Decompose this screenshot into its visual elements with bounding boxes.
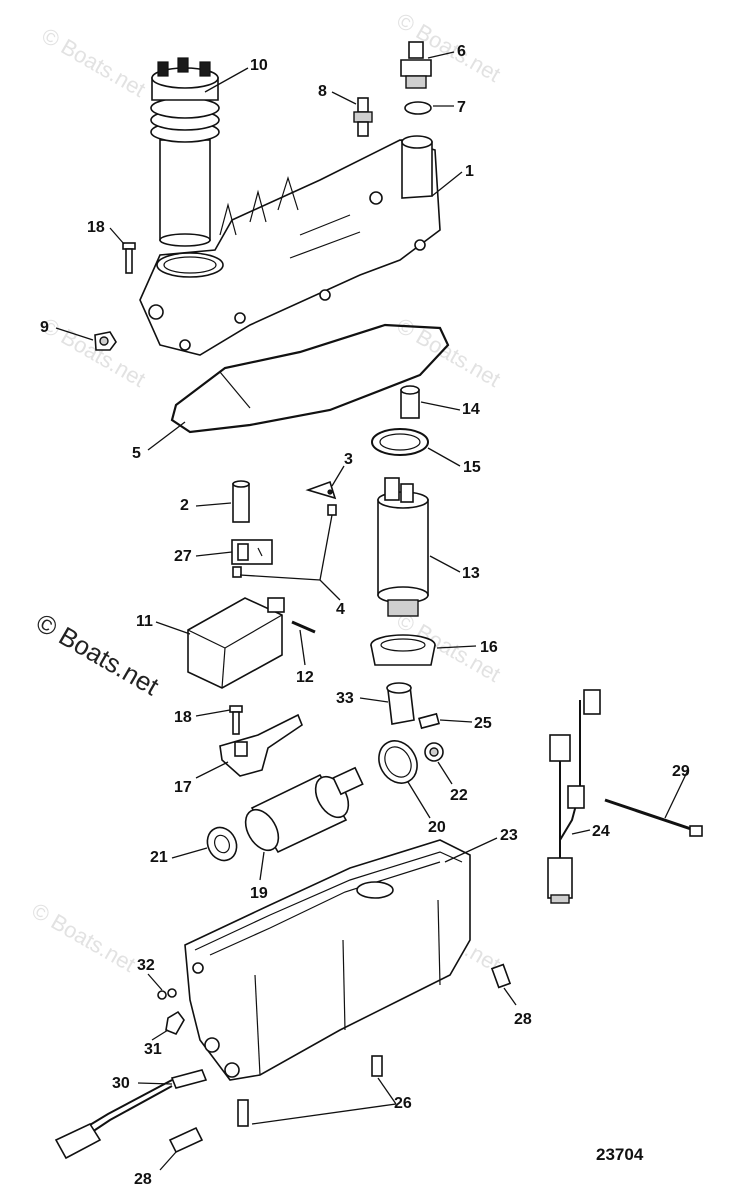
callout-14: 14: [462, 401, 480, 418]
callout-23: 23: [500, 827, 518, 844]
part-13-fuel-pump: [377, 477, 429, 617]
part-19-lift-pump: [244, 766, 364, 854]
part-18-screw-lower: [229, 705, 243, 735]
part-18-screw-upper: [122, 242, 136, 274]
part-25-plug: [418, 712, 440, 730]
callout-16: 16: [480, 639, 498, 656]
part-28-sensor-lower: [168, 1126, 204, 1154]
callout-4: 4: [336, 601, 345, 618]
callout-28a: 28: [514, 1011, 532, 1028]
part-3-clip: [305, 480, 337, 500]
callout-18b: 18: [174, 709, 192, 726]
part-11-module: [187, 597, 285, 689]
callout-6: 6: [457, 43, 466, 60]
part-14-spacer: [400, 385, 420, 419]
callout-9: 9: [40, 319, 49, 336]
leader-lines: [55, 51, 689, 1171]
callout-12: 12: [296, 669, 314, 686]
part-12-pin: [291, 620, 316, 634]
part-31-elbow: [165, 1010, 185, 1036]
callout-20: 20: [428, 819, 446, 836]
part-15-seal: [371, 428, 429, 456]
part-27-kit: [231, 539, 273, 565]
part-23-housing: [184, 839, 471, 1081]
callout-33: 33: [336, 690, 354, 707]
part-29-tie-strap: [604, 798, 703, 837]
part-21-washer: [206, 826, 238, 862]
part-28-sensor-right: [490, 963, 512, 989]
watermark-text: © Boats.net: [38, 23, 150, 102]
part-5-gasket: [170, 323, 450, 434]
part-7-o-ring: [404, 101, 432, 115]
callout-2: 2: [180, 497, 189, 514]
callout-25: 25: [474, 715, 492, 732]
diagram-number: 23704: [596, 1145, 644, 1164]
part-24-wire-harness: [547, 689, 601, 904]
part-8-fitting: [353, 97, 373, 137]
callout-19: 19: [250, 885, 268, 902]
part-6-fitting: [400, 41, 432, 89]
part-26-studs: [237, 1055, 383, 1127]
callout-21: 21: [150, 849, 168, 866]
callout-32: 32: [137, 957, 155, 974]
part-22-nut: [424, 742, 444, 762]
callout-5: 5: [132, 445, 141, 462]
watermark-text: © Boats.net: [38, 313, 150, 392]
callout-10: 10: [250, 57, 268, 74]
callout-28b: 28: [134, 1171, 152, 1188]
callout-17: 17: [174, 779, 192, 796]
part-10-filter-canister: [150, 57, 220, 247]
part-30-sensor: [54, 1069, 208, 1160]
callout-15: 15: [463, 459, 481, 476]
callout-27: 27: [174, 548, 192, 565]
callout-labels: 10 6 7 8 1 18 9 5 14 15 3 2 27 4 13 11 1…: [40, 43, 690, 1188]
callout-26: 26: [394, 1095, 412, 1112]
part-33-holder: [386, 682, 415, 725]
callout-13: 13: [462, 565, 480, 582]
callout-30: 30: [112, 1075, 130, 1092]
callout-31: 31: [144, 1041, 162, 1058]
part-9-nut: [94, 331, 117, 351]
part-20-sleeve: [378, 740, 418, 784]
callout-29: 29: [672, 763, 690, 780]
watermark-text: © Boats.net: [28, 898, 140, 977]
callout-7: 7: [457, 99, 466, 116]
callout-11: 11: [136, 613, 153, 630]
callout-18a: 18: [87, 219, 105, 236]
callout-1: 1: [465, 163, 474, 180]
part-16-ring: [370, 634, 436, 666]
callout-24: 24: [592, 823, 610, 840]
callout-22: 22: [450, 787, 468, 804]
part-1-cover: [139, 135, 441, 356]
part-17-bracket: [219, 713, 303, 777]
part-32-o-rings: [157, 988, 177, 1000]
part-2-connector: [232, 480, 250, 523]
callout-8: 8: [318, 83, 327, 100]
callout-3: 3: [344, 451, 353, 468]
